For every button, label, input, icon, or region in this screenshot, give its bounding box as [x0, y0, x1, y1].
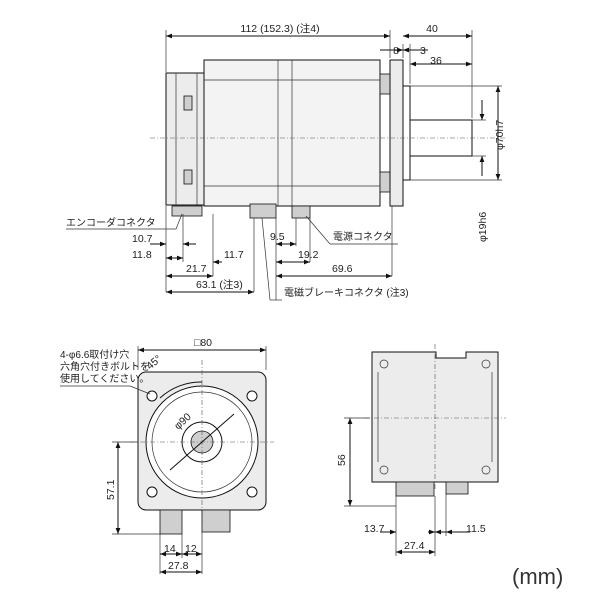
dim-shaft-length: 40: [426, 23, 438, 35]
dim-11-7: 11.7: [224, 249, 244, 261]
mount-hole: [146, 486, 158, 498]
note-mount-line1: 4-φ6.6取付け穴: [60, 348, 129, 361]
mount-hole: [146, 390, 158, 402]
dim-dia-70: φ70h7: [494, 120, 506, 150]
dim-56: 56: [336, 454, 348, 466]
dim-11-5: 11.5: [466, 523, 486, 535]
dim-19-2: 19.2: [298, 249, 319, 261]
dim-57-1: 57.1: [105, 479, 117, 500]
brake-connector: [249, 203, 277, 219]
dim-13-7: 13.7: [364, 523, 385, 535]
side-view: 112 (152.3) (注4) 40 8 3 36 φ70h7 φ19h6 エ…: [66, 22, 506, 301]
dim-14: 14: [164, 543, 176, 555]
mount-hole: [246, 390, 258, 402]
dim-total-length: 112 (152.3) (注4): [240, 22, 319, 35]
label-encoder-connector: エンコーダコネクタ: [66, 216, 156, 229]
front-power-connector: [201, 509, 231, 533]
rear-view: 56 13.7 11.5 27.4: [336, 344, 506, 556]
label-power-connector: 電源コネクタ: [333, 230, 393, 243]
front-encoder-connector: [159, 509, 183, 535]
rear-power-connector: [445, 481, 469, 495]
dim-27-8: 27.8: [168, 560, 189, 572]
dim-36: 36: [430, 55, 442, 67]
dim-69-6: 69.6: [332, 263, 353, 275]
encoder-connector: [171, 205, 203, 217]
power-connector: [291, 205, 311, 219]
dim-21-7: 21.7: [186, 263, 207, 275]
dim-square-80: □80: [194, 337, 212, 349]
dim-3: 3: [420, 45, 426, 57]
flange: [389, 59, 404, 207]
note-mount-line3: 使用してください。: [60, 372, 149, 385]
mount-hole: [246, 486, 258, 498]
dim-10-7: 10.7: [132, 233, 153, 245]
unit-label: (mm): [512, 564, 563, 589]
label-brake-connector: 電磁ブレーキコネクタ (注3): [284, 286, 409, 299]
dim-9-5: 9.5: [270, 231, 285, 243]
dim-63-1: 63.1 (注3): [196, 278, 243, 291]
encoder-cover: [165, 72, 205, 206]
pilot: [402, 85, 411, 181]
dim-12: 12: [185, 543, 197, 555]
dim-8: 8: [393, 45, 399, 57]
rear-encoder-connector: [395, 481, 435, 497]
note-mount-line2: 六角穴付きボルトを: [60, 360, 150, 373]
dim-dia-19: φ19h6: [477, 212, 489, 242]
dim-27-4: 27.4: [404, 540, 425, 552]
dim-11-8: 11.8: [132, 249, 152, 261]
front-view: 4-φ6.6取付け穴 六角穴付きボルトを 使用してください。 □80 45° φ…: [60, 337, 274, 575]
